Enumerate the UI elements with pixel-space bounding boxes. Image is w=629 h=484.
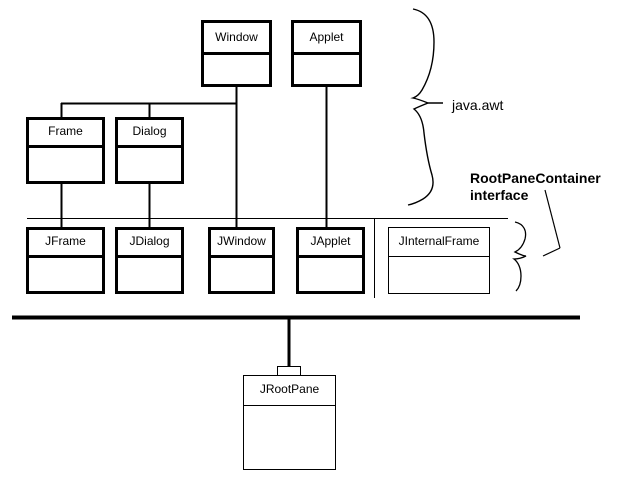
class-box-jrootpane[interactable]: JRootPane bbox=[243, 375, 336, 470]
class-box-jframe-outline bbox=[26, 227, 105, 294]
interface-leader-line bbox=[544, 189, 561, 249]
class-box-dialog[interactable]: Dialog bbox=[115, 117, 184, 184]
class-box-jwindow[interactable]: JWindow bbox=[208, 227, 275, 294]
class-box-jinternalframe-outline bbox=[388, 227, 490, 294]
jrootpane-notch-shape bbox=[277, 366, 301, 376]
class-label-window: Window bbox=[215, 30, 258, 44]
class-box-applet[interactable]: Applet bbox=[291, 20, 362, 87]
class-label-jrootpane: JRootPane bbox=[260, 382, 320, 396]
java-awt-brace-path-lower bbox=[407, 102, 434, 206]
class-label-jdialog: JDialog bbox=[129, 234, 169, 248]
jinternalframe-brace bbox=[512, 221, 527, 292]
class-box-jwindow-outline bbox=[208, 227, 275, 294]
annotation-java-awt: java.awt bbox=[451, 97, 503, 113]
connector-lines bbox=[12, 87, 580, 367]
interface-leader-line-tip bbox=[542, 247, 561, 257]
class-box-japplet-outline bbox=[296, 227, 365, 294]
class-label-japplet: JApplet bbox=[310, 234, 351, 248]
class-box-jdialog-outline bbox=[115, 227, 184, 294]
class-box-frame[interactable]: Frame bbox=[26, 117, 105, 184]
jinternalframe-brace-path bbox=[512, 221, 527, 292]
class-box-jrootpane-outline bbox=[243, 375, 336, 470]
class-box-jinternalframe[interactable]: JInternalFrame bbox=[388, 227, 490, 294]
java-awt-brace bbox=[407, 8, 443, 206]
class-box-window[interactable]: Window bbox=[201, 20, 272, 87]
class-label-jframe: JFrame bbox=[45, 234, 86, 248]
class-label-dialog: Dialog bbox=[132, 124, 166, 138]
annotation-rootpanecontainer: RootPaneContainer bbox=[470, 170, 601, 186]
class-box-jdialog[interactable]: JDialog bbox=[115, 227, 184, 294]
class-label-jwindow: JWindow bbox=[217, 234, 266, 248]
class-label-frame: Frame bbox=[48, 124, 83, 138]
class-box-frame-outline bbox=[26, 117, 105, 184]
class-label-jinternalframe: JInternalFrame bbox=[399, 234, 480, 248]
annotation-interface: interface bbox=[470, 187, 529, 203]
jrootpane-notch bbox=[277, 366, 301, 376]
java-awt-brace-path bbox=[410, 8, 443, 104]
class-box-dialog-outline bbox=[115, 117, 184, 184]
class-label-applet: Applet bbox=[309, 30, 344, 44]
class-box-japplet[interactable]: JApplet bbox=[296, 227, 365, 294]
class-box-jframe[interactable]: JFrame bbox=[26, 227, 105, 294]
